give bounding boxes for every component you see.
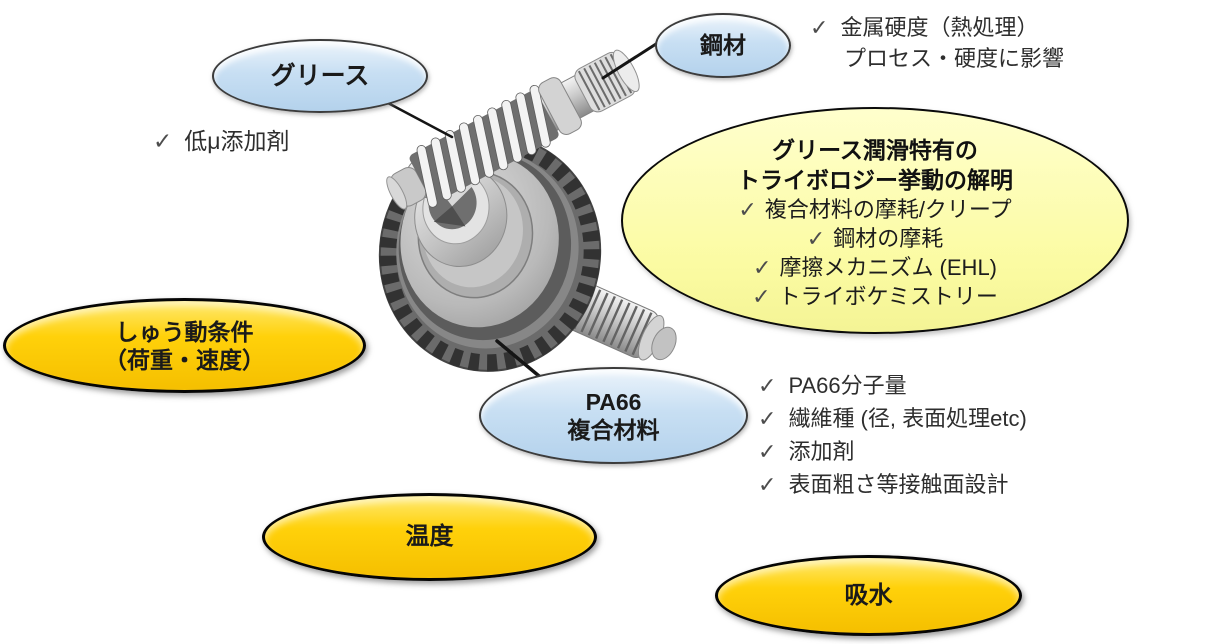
check-icon: ✓ [753, 254, 772, 280]
steel-annotation-line2: プロセス・硬度に影響 [844, 46, 1065, 71]
central-item: ✓トライボケミストリー [752, 283, 998, 309]
node-steel: 鋼材 [655, 13, 791, 78]
node-steel-label: 鋼材 [700, 32, 746, 59]
check-icon: ✓ [810, 15, 829, 40]
node-pa66-label-line1: PA66 [585, 388, 642, 415]
central-item: ✓複合材料の摩耗/クリープ [738, 196, 1012, 222]
node-grease: グリース [212, 39, 428, 113]
grease-annotation-text: 低μ添加剤 [184, 128, 290, 154]
annotation-line: ✓ 低μ添加剤 [153, 122, 290, 156]
annotation-line: ✓ 金属硬度（熱処理） [810, 12, 1064, 43]
node-temperature-label: 温度 [405, 523, 454, 551]
check-icon: ✓ [738, 196, 757, 222]
check-icon: ✓ [758, 406, 777, 431]
node-sliding-conditions: しゅう動条件 （荷重・速度） [3, 298, 366, 393]
annotation-line: ✓ 繊維種 (径, 表面処理etc) [758, 402, 1027, 435]
annotation-line: ✓ 添加剤 [758, 435, 1027, 468]
central-item: ✓鋼材の摩耗 [806, 225, 944, 251]
node-temperature: 温度 [262, 493, 597, 581]
node-central-theme: グリース潤滑特有の トライボロジー挙動の解明 ✓複合材料の摩耗/クリープ ✓鋼材… [621, 107, 1129, 334]
node-grease-label: グリース [270, 61, 370, 90]
check-icon: ✓ [806, 225, 826, 251]
central-item: ✓摩擦メカニズム (EHL) [753, 254, 997, 280]
node-sliding-label-line2: （荷重・速度） [104, 346, 265, 373]
node-water-label: 吸水 [844, 581, 893, 609]
central-title-line1: グリース潤滑特有の [772, 136, 978, 163]
check-icon: ✓ [752, 283, 771, 309]
leader-line-steel [601, 42, 658, 80]
check-icon: ✓ [758, 472, 777, 497]
check-icon: ✓ [758, 373, 777, 398]
node-water-absorption: 吸水 [715, 555, 1022, 636]
steel-annotation: ✓ 金属硬度（熱処理） プロセス・硬度に影響 [810, 12, 1064, 74]
annotation-line: ✓ PA66分子量 [758, 369, 1027, 402]
gear-wheel [378, 134, 602, 372]
node-pa66-composite: PA66 複合材料 [479, 367, 748, 464]
check-icon: ✓ [153, 128, 173, 154]
pa66-annotation: ✓ PA66分子量 ✓ 繊維種 (径, 表面処理etc) ✓ 添加剤 ✓ 表面粗… [758, 369, 1027, 501]
gear-output-spline-shaft [551, 276, 677, 361]
grease-annotation: ✓ 低μ添加剤 [153, 122, 290, 156]
node-pa66-label-line2: 複合材料 [567, 416, 660, 443]
node-sliding-label-line1: しゅう動条件 [115, 318, 254, 345]
check-icon: ✓ [758, 439, 777, 464]
central-title-line2: トライボロジー挙動の解明 [737, 166, 1013, 193]
annotation-line: ✓ 表面粗さ等接触面設計 [758, 468, 1027, 501]
steel-annotation-line1: 金属硬度（熱処理） [840, 15, 1039, 40]
leader-line-grease [386, 101, 454, 139]
